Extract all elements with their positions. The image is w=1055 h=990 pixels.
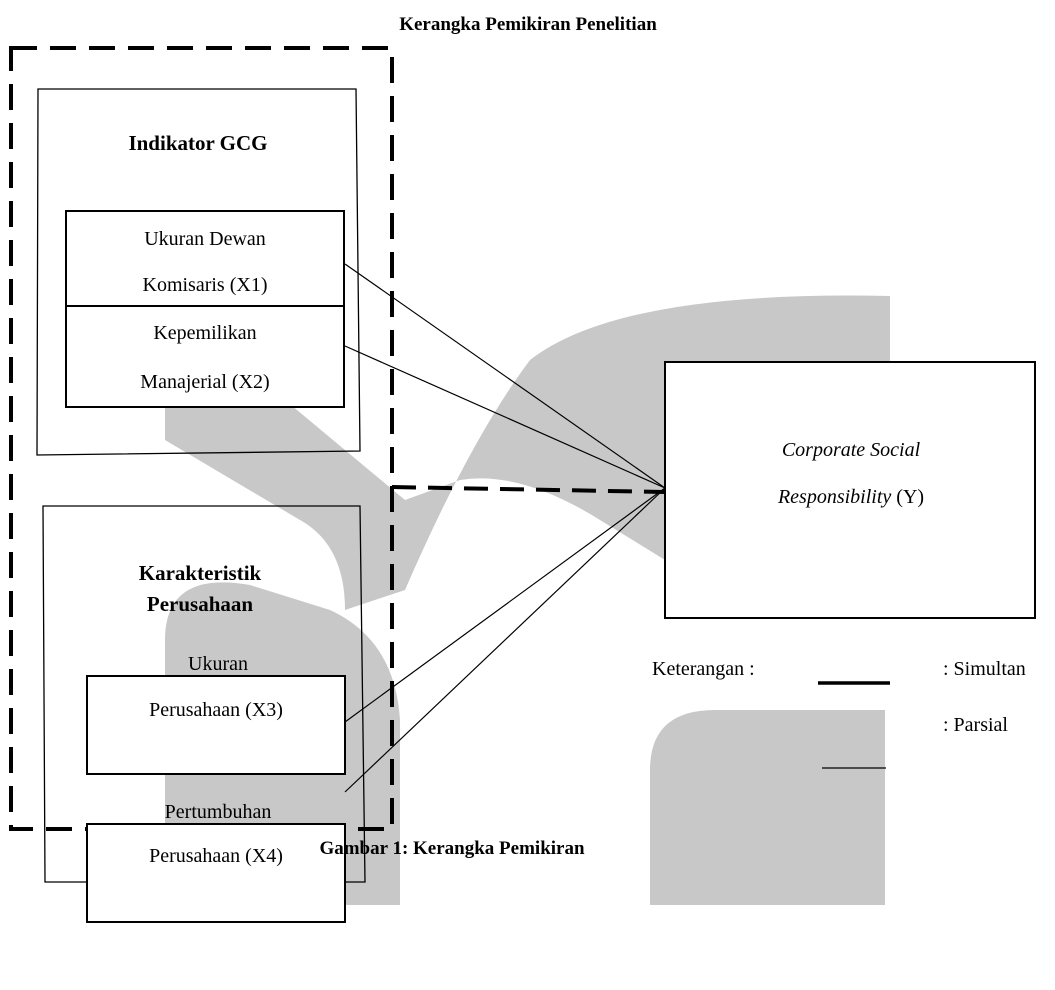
legend: Keterangan : : Simultan : Parsial (652, 658, 1026, 769)
x2-label-line2: Manajerial (X2) (140, 371, 269, 393)
x1-label-line2: Komisaris (X1) (143, 274, 268, 296)
karakteristik-heading-line1: Karakteristik (139, 561, 262, 585)
line-x1-to-y (344, 263, 666, 489)
x4-label-line1: Pertumbuhan (165, 801, 272, 823)
y-label-line2: Responsibility (Y) (777, 486, 924, 508)
legend-label: Keterangan : (652, 658, 755, 680)
x1-box (65, 210, 345, 307)
simultaneous-effect-line (391, 485, 666, 494)
y-label-line1: Corporate Social (782, 439, 921, 461)
figure-title: Kerangka Pemikiran Penelitian (399, 14, 657, 35)
karakteristik-heading-line2: Perusahaan (147, 592, 254, 616)
x1-label-line1: Ukuran Dewan (144, 228, 266, 250)
y-box (664, 361, 1036, 619)
line-x3-to-y (344, 487, 666, 723)
x4-box (86, 823, 346, 923)
karakteristik-group: Karakteristik Perusahaan Ukuran Perusaha… (42, 505, 366, 923)
karakteristik-group-border (42, 505, 366, 883)
legend-parsial-text: : Parsial (943, 714, 1008, 736)
x4-label-line2: Perusahaan (X4) (149, 845, 283, 867)
gcg-group: Indikator GCG Ukuran Dewan Komisaris (X1… (36, 88, 361, 456)
line-x4-to-y (344, 487, 666, 793)
gcg-group-border (36, 88, 361, 456)
line-x2-to-y (344, 345, 666, 489)
x2-box (65, 305, 345, 408)
x3-label-line2: Perusahaan (X3) (149, 699, 283, 721)
watermark-lower-right-shape (650, 710, 885, 905)
y-variable: Corporate Social Responsibility (Y) (664, 361, 1036, 619)
simultaneous-group-frame (9, 46, 394, 831)
x2-label-line1: Kepemilikan (153, 322, 256, 344)
partial-effect-lines (344, 263, 666, 793)
figure-caption: Gambar 1: Kerangka Pemikiran (319, 838, 585, 859)
y-label-italic: Responsibility (777, 486, 891, 508)
y-label-suffix: (Y) (891, 486, 924, 508)
gcg-heading: Indikator GCG (128, 131, 267, 155)
legend-simultan-text: : Simultan (943, 658, 1026, 680)
x3-label-line1: Ukuran (188, 653, 248, 675)
x3-box (86, 675, 346, 775)
